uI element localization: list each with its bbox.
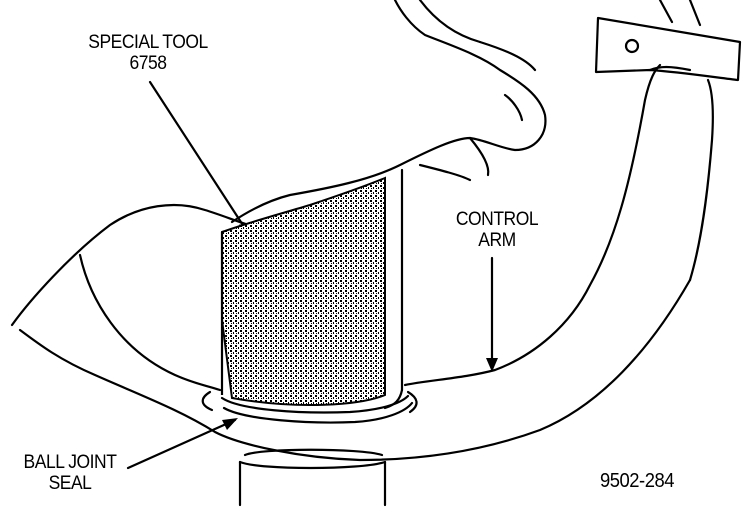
seal-ring-bottom [222, 401, 414, 424]
arrowhead-control-arm [486, 358, 498, 372]
ball-joint-seal-label-line2: SEAL [48, 473, 92, 494]
control-arm-label: CONTROL ARM [437, 209, 557, 251]
bracket-plate [594, 16, 742, 82]
leader-ball-joint-seal [126, 418, 237, 470]
leader-special-tool [148, 80, 252, 238]
control-arm-far-edge [688, 78, 714, 282]
ball-joint-stud [238, 460, 387, 507]
hand-outline [230, 0, 547, 224]
special-tool-label: SPECIAL TOOL 6758 [65, 32, 231, 74]
special-tool-body [221, 176, 386, 406]
bracket-hole [624, 38, 640, 54]
special-tool-label-line2: 6758 [129, 53, 167, 74]
control-arm-label-line1: CONTROL [455, 209, 539, 230]
special-tool-label-line1: SPECIAL TOOL [88, 32, 208, 53]
ball-joint-seal-label-line1: BALL JOINT [23, 452, 117, 473]
control-arm-right-edge [403, 63, 662, 387]
control-arm-outer-edge [10, 203, 262, 327]
figure-number: 9502-284 [599, 470, 675, 492]
control-arm-label-line2: ARM [478, 230, 516, 251]
ball-joint-seal-label: BALL JOINT SEAL [15, 452, 125, 494]
control-arm-inner-edge [18, 278, 692, 462]
control-arm-top-edge [78, 253, 222, 392]
seal-ring-top [220, 394, 410, 414]
arrowhead-ball-joint-seal [222, 418, 238, 430]
